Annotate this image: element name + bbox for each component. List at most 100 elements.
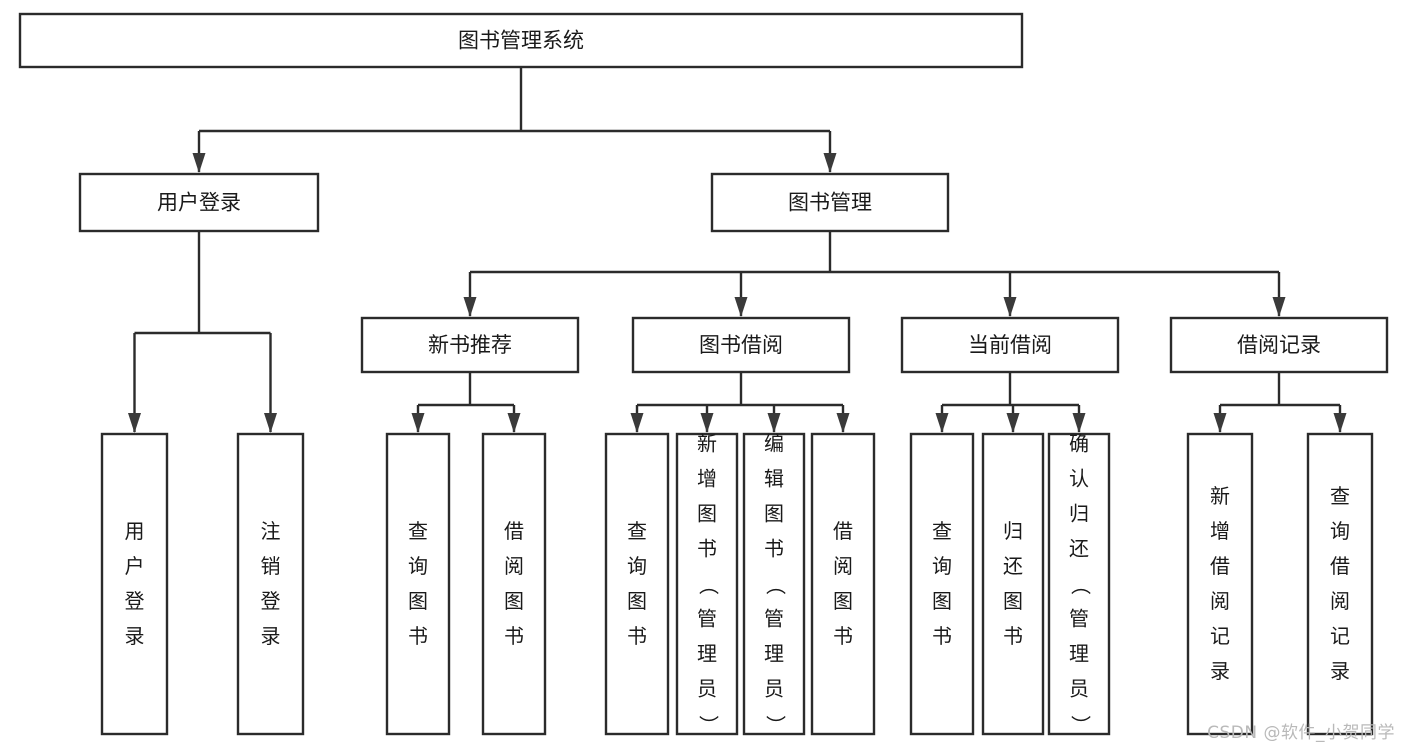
arrow-head xyxy=(630,413,644,433)
node-book-management[interactable]: 图书管理 xyxy=(710,172,950,233)
node-label-char: 询 xyxy=(1330,519,1350,543)
node-label-char: 图 xyxy=(764,502,784,526)
arrow-head xyxy=(192,153,206,173)
node-box xyxy=(1306,432,1374,736)
node-label: 图书管理系统 xyxy=(458,29,584,53)
node-label-char: 阅 xyxy=(1330,589,1350,613)
node-label-char: （ xyxy=(764,575,788,595)
arrow-head xyxy=(1006,413,1020,433)
node-label-char: 认 xyxy=(1069,467,1089,491)
node-label-char: 录 xyxy=(1210,659,1230,683)
node-label-char: 图 xyxy=(833,589,853,613)
node-user-login[interactable]: 用户登录 xyxy=(78,172,320,233)
node-label: 新书推荐 xyxy=(428,333,512,357)
node-label-char: 借 xyxy=(504,519,524,543)
node-label-char: 确 xyxy=(1069,432,1089,456)
arrow-head xyxy=(823,153,837,173)
node-label-char: 借 xyxy=(1330,554,1350,578)
node-label-char: 登 xyxy=(125,589,145,613)
connector-layer xyxy=(128,67,1347,433)
node-label-char: 还 xyxy=(1003,554,1023,578)
node-box xyxy=(909,432,975,736)
node-label-char: （ xyxy=(1069,575,1093,595)
node-layer: 图书管理系统用户登录图书管理新书推荐图书借阅当前借阅借阅记录用户登录注销登录查询… xyxy=(18,12,1389,736)
arrow-head xyxy=(1072,413,1086,433)
node-label: 借阅记录 xyxy=(1237,333,1321,357)
node-label-char: 归 xyxy=(1069,502,1089,526)
node-box xyxy=(810,432,876,736)
node-root-system[interactable]: 图书管理系统 xyxy=(18,12,1024,69)
node-label-char: 新 xyxy=(1210,484,1230,508)
node-label-char: 查 xyxy=(627,519,647,543)
node-label-char: 图 xyxy=(697,502,717,526)
node-label-char: 图 xyxy=(627,589,647,613)
node-label-char: 书 xyxy=(504,624,524,648)
node-label-char: 书 xyxy=(408,624,428,648)
arrow-head xyxy=(1333,413,1347,433)
node-label-char: 记 xyxy=(1330,624,1350,648)
node-label-char: 图 xyxy=(408,589,428,613)
node-box xyxy=(1186,432,1254,736)
node-label-char: 查 xyxy=(1330,484,1350,508)
node-label-char: 员 xyxy=(1069,677,1089,701)
arrow-head xyxy=(463,297,477,317)
node-label-char: 归 xyxy=(1003,519,1023,543)
node-box xyxy=(78,172,320,233)
node-label-char: 录 xyxy=(125,624,145,648)
arrow-head xyxy=(767,413,781,433)
node-leaf-user-login[interactable]: 用户登录 xyxy=(100,432,169,736)
node-label: 当前借阅 xyxy=(968,333,1052,357)
node-label-char: 用 xyxy=(125,519,145,543)
node-label-char: 借 xyxy=(1210,554,1230,578)
node-label-char: 书 xyxy=(627,624,647,648)
node-label-char: 注 xyxy=(261,519,281,543)
arrow-head xyxy=(1213,413,1227,433)
node-label: 图书管理 xyxy=(788,191,872,215)
node-book-borrow[interactable]: 图书借阅 xyxy=(631,316,851,374)
node-borrow-record[interactable]: 借阅记录 xyxy=(1169,316,1389,374)
node-label-char: 询 xyxy=(932,554,952,578)
arrow-head xyxy=(507,413,521,433)
node-current-borrow[interactable]: 当前借阅 xyxy=(900,316,1120,374)
node-label-char: 询 xyxy=(627,554,647,578)
node-label-char: （ xyxy=(697,575,721,595)
node-label-char: 记 xyxy=(1210,624,1230,648)
node-box xyxy=(742,432,806,736)
node-box xyxy=(675,432,739,736)
node-label-char: 户 xyxy=(125,554,145,578)
node-label-char: 理 xyxy=(697,642,717,666)
node-label: 图书借阅 xyxy=(699,333,783,357)
node-label-char: 书 xyxy=(833,624,853,648)
node-label-char: 图 xyxy=(1003,589,1023,613)
arrow-head xyxy=(1003,297,1017,317)
arrow-head xyxy=(700,413,714,433)
node-label-char: 询 xyxy=(408,554,428,578)
node-box xyxy=(981,432,1045,736)
node-label-char: 书 xyxy=(697,537,717,561)
node-box xyxy=(1169,316,1389,374)
node-label-char: 书 xyxy=(764,537,784,561)
node-label-char: 登 xyxy=(261,589,281,613)
node-label-char: 录 xyxy=(1330,659,1350,683)
node-label-char: 增 xyxy=(697,467,717,491)
node-label-char: 理 xyxy=(764,642,784,666)
arrow-head xyxy=(411,413,425,433)
arrow-head xyxy=(264,413,277,433)
node-new-book-recommend[interactable]: 新书推荐 xyxy=(360,316,580,374)
node-label-char: 借 xyxy=(833,519,853,543)
node-label-char: 员 xyxy=(764,677,784,701)
node-label-char: 增 xyxy=(1210,519,1230,543)
